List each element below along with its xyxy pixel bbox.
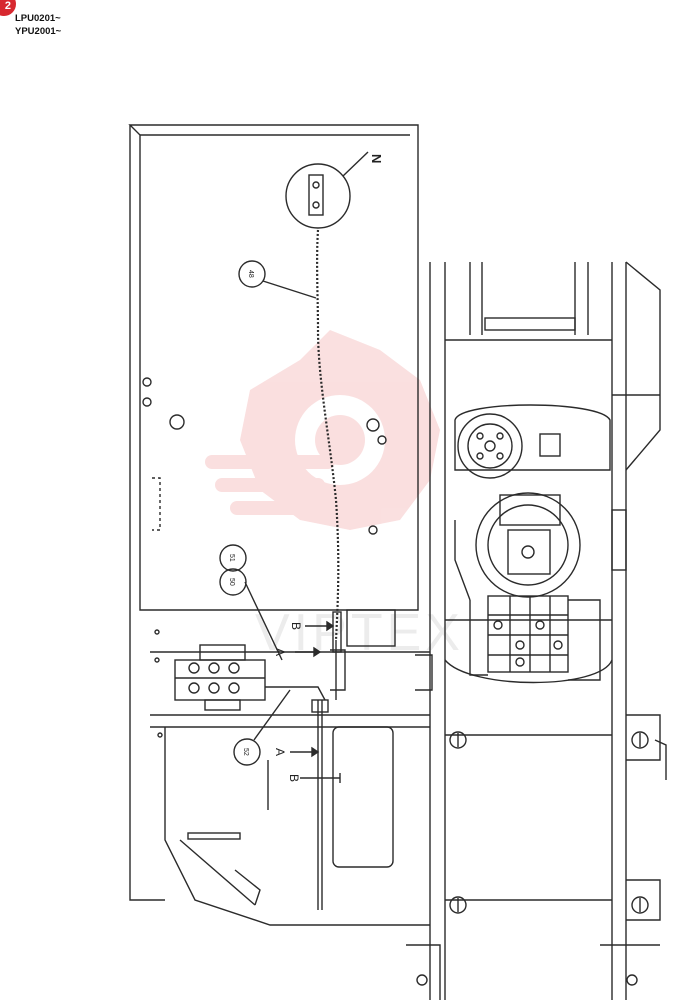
serial-range-list: LPU0201~ YPU2001~ (15, 12, 61, 38)
machine-frame (406, 261, 667, 1000)
pilot-valve-block (174, 644, 266, 711)
mounting-holes (416, 731, 649, 986)
main-control-valve (469, 595, 601, 681)
section-label-b-top: B (289, 622, 303, 630)
serial-range-2: YPU2001~ (15, 26, 62, 37)
lower-frame (150, 629, 433, 926)
cover-panel (128, 124, 419, 901)
callout-52: 52 (242, 748, 249, 756)
swing-motor (475, 492, 581, 598)
section-label-a-bottom: A (273, 748, 287, 756)
serial-range-1: LPU0201~ (15, 13, 61, 24)
callout-50: 50 (228, 578, 235, 586)
callout-bubbles (219, 260, 317, 766)
section-markers (290, 620, 341, 783)
swivel-joint (454, 404, 611, 479)
callout-48: 48 (247, 270, 254, 278)
page-badge: 2 (0, 0, 16, 16)
section-label-a-top: A (273, 648, 287, 656)
section-label-b-bottom: B (287, 774, 301, 782)
control-cable (265, 229, 396, 713)
watermark-logo (205, 330, 440, 530)
detail-n-bubble (285, 151, 369, 229)
detail-n-label: N (369, 154, 384, 163)
callout-51: 51 (228, 554, 235, 562)
